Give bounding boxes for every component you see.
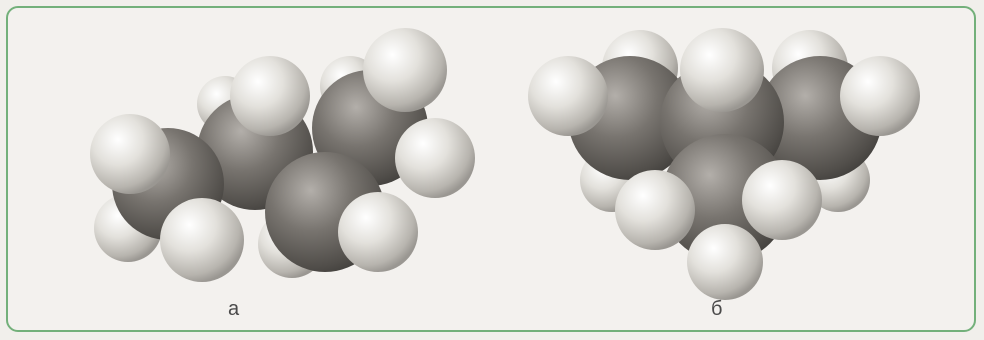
hydrogen-atom — [160, 198, 244, 282]
hydrogen-atom — [742, 160, 822, 240]
figure-label-a: а — [228, 298, 240, 320]
molecule-model-b — [528, 28, 920, 300]
hydrogen-atom — [338, 192, 418, 272]
hydrogen-atom — [528, 56, 608, 136]
hydrogen-atom — [230, 56, 310, 136]
molecule-model-a — [90, 28, 475, 282]
hydrogen-atom — [680, 28, 764, 112]
hydrogen-atom — [90, 114, 170, 194]
hydrogen-atom — [363, 28, 447, 112]
hydrogen-atom — [840, 56, 920, 136]
hydrogen-atom — [687, 224, 763, 300]
hydrogen-atom — [615, 170, 695, 250]
figure-label-b: б — [711, 298, 723, 320]
hydrogen-atom — [395, 118, 475, 198]
